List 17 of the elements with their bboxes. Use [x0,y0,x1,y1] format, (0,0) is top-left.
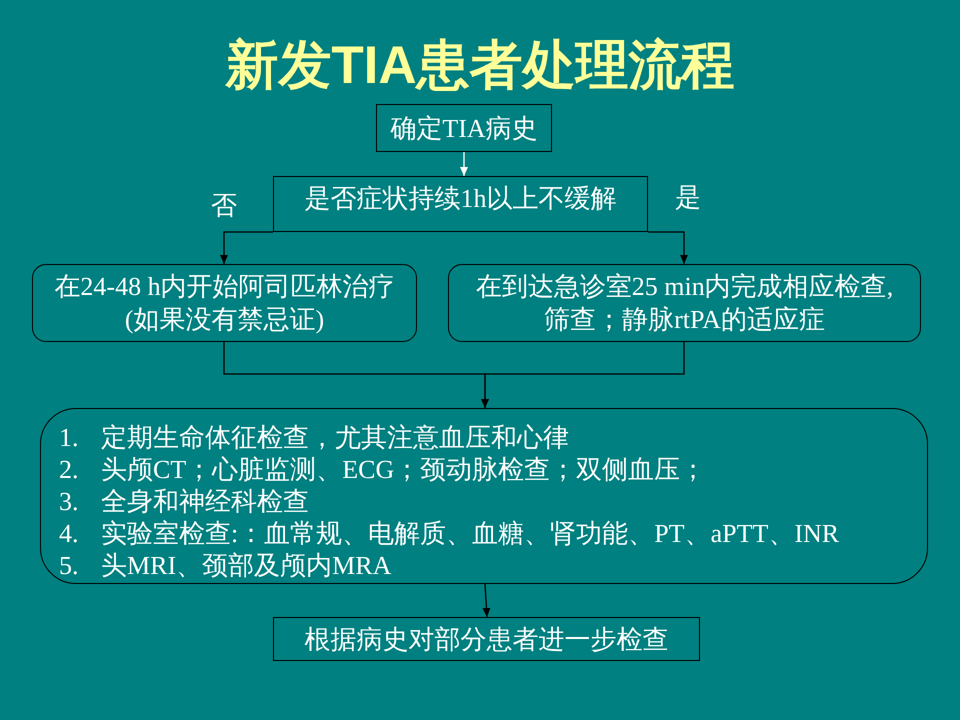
arrow [648,231,688,264]
title: 新发TIA患者处理流程 [225,35,735,97]
list-item: 4. 实验室检查:：血常规、电解质、血糖、肾功能、PT、aPTT、INR [59,518,840,550]
decision-box: 是否症状持续1h以上不缓解 [273,176,648,232]
rounded-box [40,408,928,584]
list-item: 1. 定期生命体征检查，尤其注意血压和心律 [59,422,569,454]
arrow [460,152,468,176]
arrow [482,584,490,618]
list-item: 5. 头MRI、颈部及颅内MRA [59,550,392,582]
arrow [481,342,685,408]
rounded-box: 在到达急诊室25 min内完成相应检查, 筛查；静脉rtPA的适应症 [448,264,921,342]
arrow [220,231,273,264]
process-box: 根据病史对部分患者进一步检查 [273,617,700,661]
process-box: 确定TIA病史 [376,104,552,152]
list-item: 2. 头颅CT；心脏监测、ECG；颈动脉检查；双侧血压； [59,454,706,486]
rounded-box: 在24-48 h内开始阿司匹林治疗 (如果没有禁忌证) [32,264,417,342]
list-item: 3. 全身和神经科检查 [59,486,309,518]
